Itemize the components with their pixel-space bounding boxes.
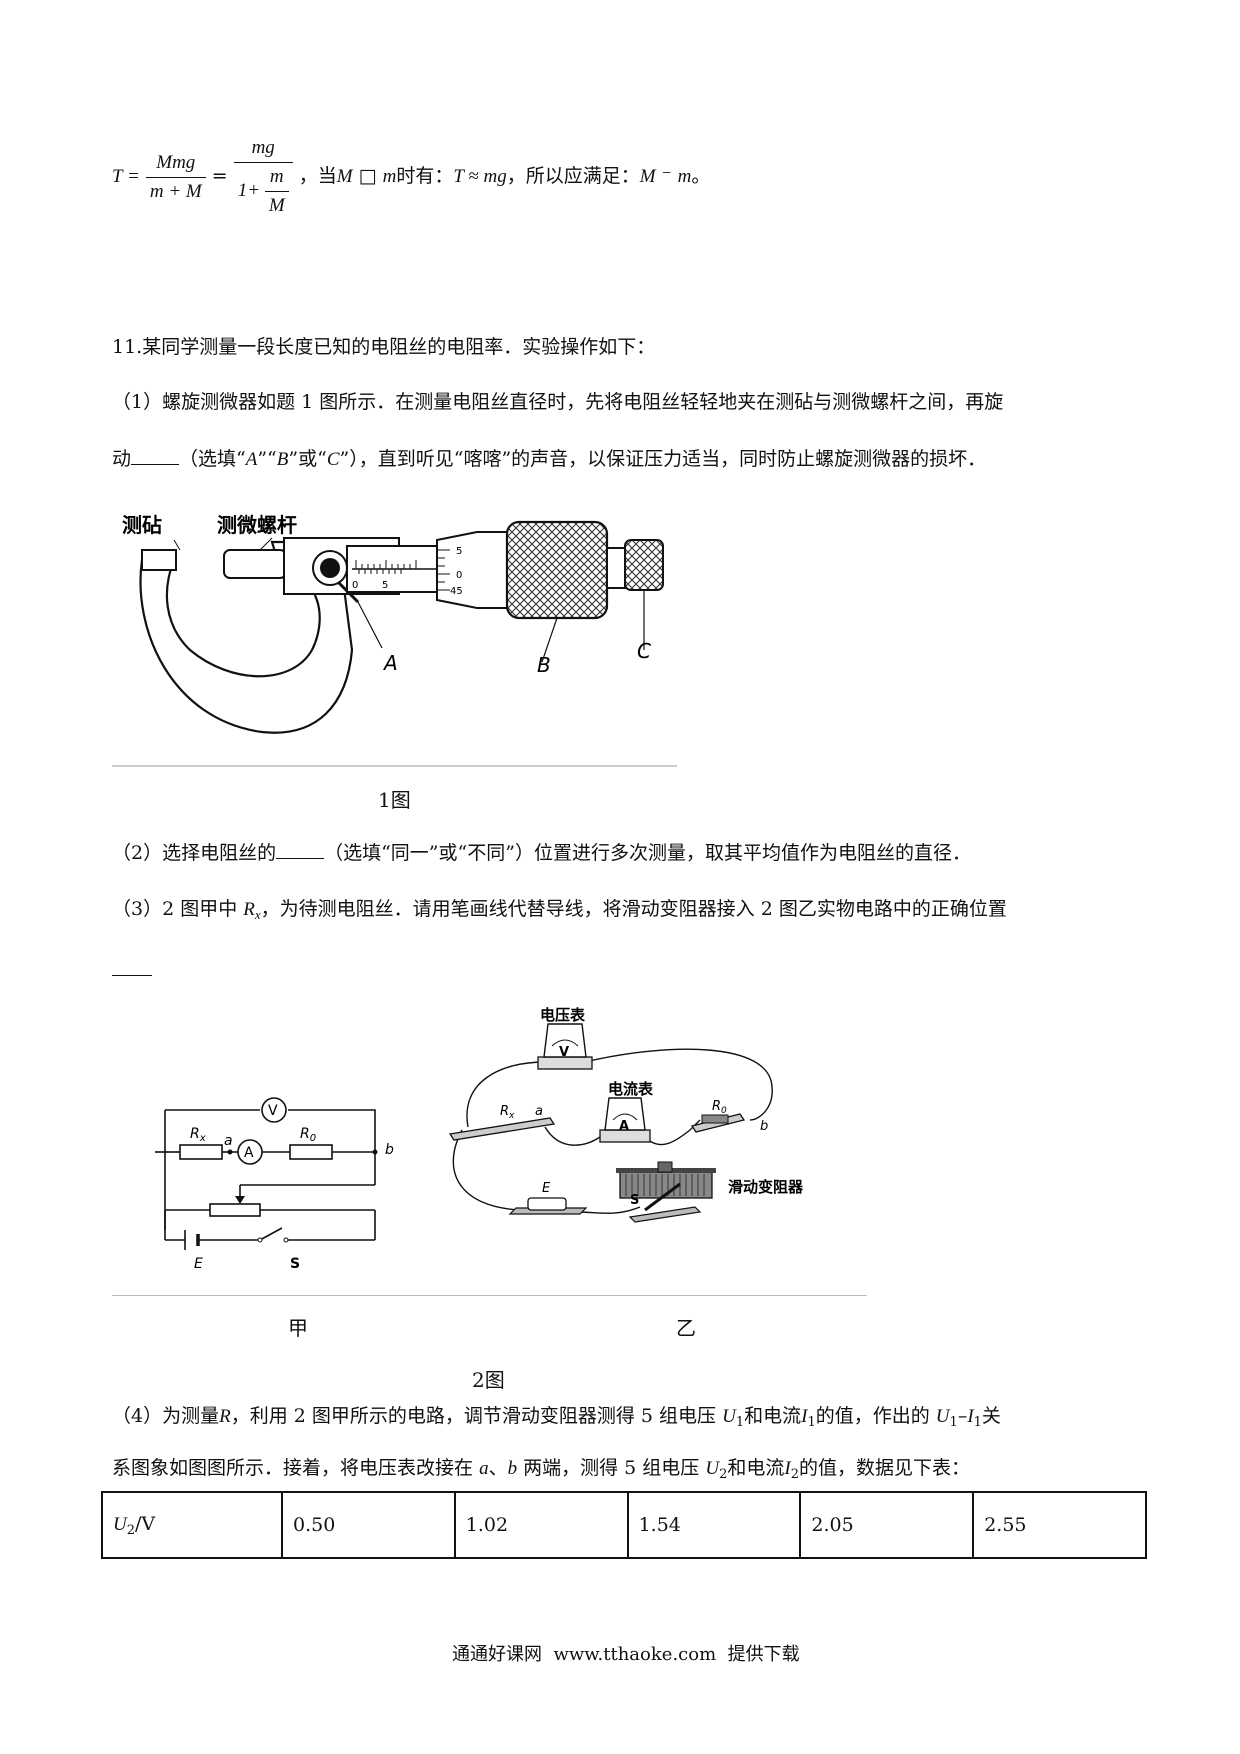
figure-2-caption: 2图 bbox=[472, 1368, 505, 1392]
yi-label-voltmeter: 电压表 bbox=[540, 1006, 586, 1024]
knurled-barrel-b bbox=[505, 520, 609, 620]
jia-label-a: a bbox=[224, 1133, 233, 1149]
answer-blank-1[interactable] bbox=[131, 444, 180, 465]
part-3: （3）2 图甲中 Rx，为待测电阻丝．请用笔画线代替导线，将滑动变阻器接入 2 … bbox=[112, 898, 1007, 922]
part-4-line-1: （4）为测量R，利用 2 图甲所示的电路，调节滑动变阻器测得 5 组电压 U1和… bbox=[112, 1405, 1001, 1430]
figure-1-caption: 1图 bbox=[378, 788, 411, 812]
thimble bbox=[436, 531, 508, 609]
yi-battery bbox=[508, 1197, 588, 1215]
yi-label-b: b bbox=[760, 1119, 768, 1134]
svg-text:A: A bbox=[619, 1119, 629, 1134]
yi-label-rx: Rx bbox=[500, 1104, 515, 1121]
question-11-title: 11.某同学测量一段长度已知的电阻丝的电阻率．实验操作如下： bbox=[112, 336, 656, 358]
data-table: U2/V 0.50 1.02 1.54 2.05 2.55 bbox=[101, 1491, 1147, 1559]
micrometer-figure: 0 5 5 0 45 测砧 测微螺杆 A B C bbox=[112, 513, 677, 767]
label-anvil: 测砧 bbox=[122, 513, 162, 537]
formula-equals: = bbox=[211, 165, 228, 187]
yi-voltmeter: V bbox=[537, 1023, 593, 1070]
part-2: （2）选择电阻丝的（选填“同一”或“不同”）位置进行多次测量，取其平均值作为电阻… bbox=[112, 838, 971, 867]
circuit-diagram-jia: A V Rx a R0 b E S bbox=[155, 1097, 394, 1272]
part-1-line-2: 动（选填“A”“B”或“C”），直到听见“喀喀”的声音，以保证压力适当，同时防止… bbox=[112, 444, 986, 474]
label-a: A bbox=[382, 651, 398, 675]
jia-label-s: S bbox=[290, 1256, 300, 1272]
thimble-scale-5: 5 bbox=[456, 546, 462, 557]
formula-line: T = Mmg m + M = mg 1+ m M ，当M □ m时有：T ≈ … bbox=[112, 134, 710, 220]
resistor-rx bbox=[179, 1144, 223, 1160]
svg-text:V: V bbox=[268, 1103, 278, 1119]
yi-label-rheostat: 滑动变阻器 bbox=[728, 1178, 804, 1196]
yi-label-e: E bbox=[542, 1181, 551, 1196]
table-cell: 1.54 bbox=[626, 1491, 802, 1559]
yi-ammeter: A bbox=[599, 1097, 651, 1143]
label-spindle: 测微螺杆 bbox=[217, 513, 297, 537]
table-cell: 2.05 bbox=[799, 1491, 975, 1559]
ammeter bbox=[237, 1139, 263, 1165]
resistor-r0 bbox=[289, 1144, 333, 1160]
ratchet-c bbox=[624, 539, 664, 591]
physical-circuit-yi: V A 电压表 电流表 Rx a R0 bbox=[448, 1006, 804, 1223]
yi-label-a: a bbox=[535, 1104, 543, 1119]
label-c: C bbox=[637, 639, 651, 663]
jia-label-rx: Rx bbox=[190, 1126, 206, 1144]
svg-text:V: V bbox=[559, 1045, 569, 1060]
part-4-line-2: 系图象如图图所示．接着，将电压表改接在 a、b 两端，测得 5 组电压 U2和电… bbox=[112, 1457, 970, 1482]
table-cell: 2.55 bbox=[972, 1491, 1147, 1559]
sleeve-scale-0: 0 bbox=[352, 580, 358, 591]
table-cell: 1.02 bbox=[453, 1491, 629, 1559]
yi-rx-board bbox=[448, 1117, 556, 1141]
yi-label-s: S bbox=[630, 1193, 639, 1208]
voltmeter bbox=[261, 1097, 287, 1123]
jia-label-e: E bbox=[194, 1256, 203, 1272]
table-cell: 0.50 bbox=[281, 1491, 456, 1559]
fraction-1: Mmg m + M bbox=[145, 149, 206, 206]
yi-label-r0: R0 bbox=[712, 1099, 727, 1116]
label-b: B bbox=[537, 653, 551, 677]
yi-switch bbox=[628, 1182, 702, 1223]
answer-blank-2[interactable] bbox=[276, 838, 325, 859]
rheostat bbox=[209, 1203, 261, 1217]
page-footer: 通通好课网 www.tthaoke.com 提供下载 bbox=[452, 1644, 800, 1665]
sleeve-scale-5: 5 bbox=[382, 580, 388, 591]
figure-2-divider bbox=[112, 1295, 867, 1296]
part-1-line-1: （1）螺旋测微器如题 1 图所示．在测量电阻丝直径时，先将电阻丝轻轻地夹在测砧与… bbox=[112, 391, 1004, 413]
thimble-scale-0: 0 bbox=[456, 570, 462, 581]
table-row: U2/V 0.50 1.02 1.54 2.05 2.55 bbox=[101, 1491, 1147, 1559]
fraction-2: mg 1+ m M bbox=[233, 134, 293, 220]
svg-text:A: A bbox=[244, 1145, 254, 1161]
jia-label-r0: R0 bbox=[300, 1126, 316, 1144]
yi-label-ammeter: 电流表 bbox=[608, 1080, 654, 1098]
spindle bbox=[223, 549, 287, 579]
anvil bbox=[141, 549, 177, 571]
jia-label-b: b bbox=[385, 1142, 394, 1158]
formula-lhs: T = bbox=[112, 166, 140, 187]
figure-2-caption-jia: 甲 bbox=[288, 1316, 308, 1340]
answer-blank-3[interactable] bbox=[112, 975, 152, 976]
table-header-u2: U2/V bbox=[101, 1491, 283, 1559]
figure-2-caption-yi: 乙 bbox=[676, 1316, 696, 1340]
thimble-scale-45: 45 bbox=[450, 586, 463, 597]
